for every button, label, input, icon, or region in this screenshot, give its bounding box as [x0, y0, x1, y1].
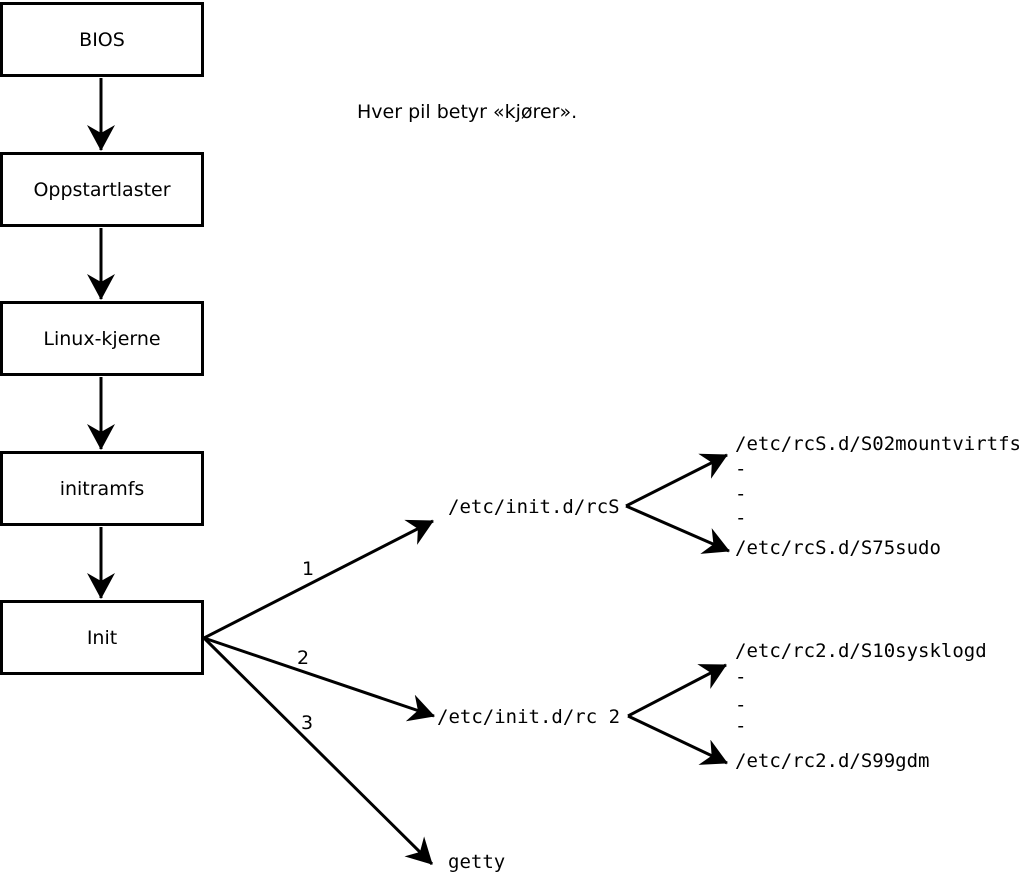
rc2-omitted-script-dash: - — [735, 694, 747, 716]
rc2-omitted-script-dash: - — [735, 715, 747, 737]
box-oppstartlaster: Oppstartlaster — [0, 152, 204, 227]
arrow-rc2-to-last-script — [627, 714, 728, 765]
box-initramfs-label: initramfs — [59, 477, 145, 500]
getty-label: getty — [448, 851, 506, 873]
box-bios-label: BIOS — [79, 28, 125, 51]
rcS-last-script-label: /etc/rcS.d/S75sudo — [735, 537, 941, 559]
arrow-init-to-getty — [202, 636, 434, 866]
arrow-init-to-rcS — [203, 519, 434, 640]
rcS-omitted-script-dash: - — [735, 458, 747, 480]
arrow-number-2: 2 — [297, 647, 310, 669]
rcS-target-label: /etc/init.d/rcS — [448, 496, 620, 518]
arrow-number-3: 3 — [301, 712, 314, 734]
rc2-target-label: /etc/init.d/rc 2 — [437, 706, 621, 728]
arrow-rcS-to-last-script — [625, 504, 730, 554]
arrow-number-1: 1 — [302, 558, 315, 580]
rcS-omitted-script-dash: - — [735, 507, 747, 529]
arrow-rcS-to-first-script — [625, 453, 728, 508]
box-bios: BIOS — [0, 2, 204, 77]
rc2-first-script-label: /etc/rc2.d/S10sysklogd — [735, 640, 987, 662]
box-linux-kjerne: Linux-kjerne — [0, 301, 204, 376]
box-init: Init — [0, 600, 204, 675]
box-oppstartlaster-label: Oppstartlaster — [33, 178, 171, 201]
box-initramfs: initramfs — [0, 451, 204, 526]
caption: Hver pil betyr «kjører». — [357, 101, 578, 123]
arrow-init-to-rc2 — [203, 636, 435, 722]
rcS-omitted-script-dash: - — [735, 483, 747, 505]
rc2-omitted-script-dash: - — [735, 666, 747, 688]
rcS-first-script-label: /etc/rcS.d/S02mountvirtfs — [735, 433, 1021, 455]
rc2-last-script-label: /etc/rc2.d/S99gdm — [735, 750, 930, 772]
arrow-rc2-to-first-script — [627, 663, 727, 718]
box-init-label: Init — [86, 626, 118, 649]
box-linux-kjerne-label: Linux-kjerne — [43, 327, 161, 350]
